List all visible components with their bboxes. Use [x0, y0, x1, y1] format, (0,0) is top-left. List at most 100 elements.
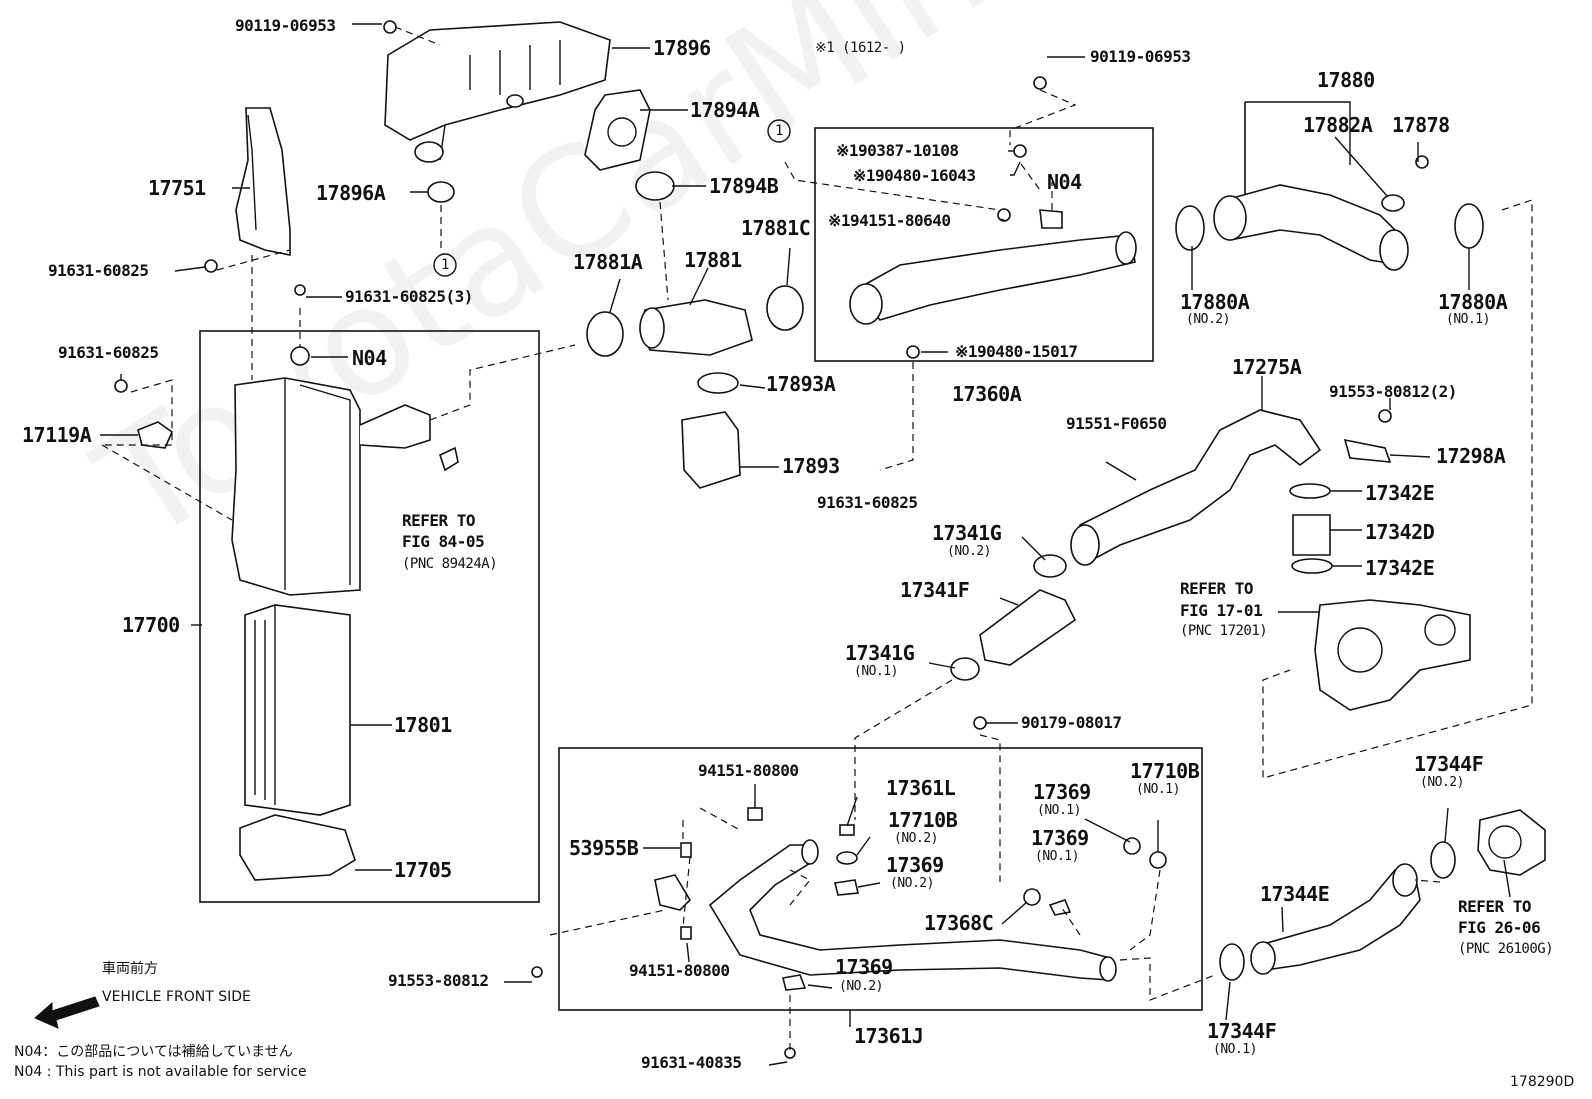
- part-label-17344F-1[interactable]: 17344F: [1207, 1019, 1277, 1043]
- part-label-17369-a[interactable]: 17369: [886, 853, 944, 877]
- intake-pipe-group-box: [814, 127, 1154, 362]
- air-cleaner-group-box: [199, 330, 540, 903]
- callout-marker-b: 1: [775, 123, 783, 139]
- part-label-17894B[interactable]: 17894B: [709, 174, 779, 198]
- part-label-17361J[interactable]: 17361J: [854, 1024, 924, 1048]
- part-label-90119-06953-a[interactable]: 90119-06953: [235, 16, 336, 35]
- figure-id: 178290D: [1510, 1074, 1575, 1090]
- part-label-17896A[interactable]: 17896A: [316, 181, 386, 205]
- part-label-17344E[interactable]: 17344E: [1260, 882, 1330, 906]
- part-label-94151-80800-b[interactable]: 94151-80800: [629, 961, 730, 980]
- part-label-17369-b-sub: (NO.1): [1037, 803, 1081, 818]
- clamp-17896A: [427, 181, 455, 203]
- part-label-N04-a[interactable]: N04: [352, 346, 387, 370]
- part-label-17369-d-sub: (NO.2): [839, 979, 883, 994]
- duct-17893: [681, 411, 741, 489]
- part-label-17751[interactable]: 17751: [148, 176, 206, 200]
- part-label-17361L[interactable]: 17361L: [886, 776, 956, 800]
- intercooler-pipe-group-box: [558, 747, 1203, 1011]
- leader-lines: [100, 23, 1511, 1066]
- part-label-91553-80812[interactable]: 91553-80812: [388, 971, 489, 990]
- heat-insulator-17894A: [584, 89, 651, 171]
- part-label-17881[interactable]: 17881: [684, 248, 742, 272]
- refer-26-line1: REFER TO: [1458, 897, 1532, 916]
- part-label-90480-15017[interactable]: ※190480-15017: [955, 342, 1078, 361]
- turbocharger: [1314, 599, 1471, 711]
- pipe-17275A: [1079, 409, 1322, 562]
- part-label-90387-10108[interactable]: ※190387-10108: [836, 141, 959, 160]
- part-label-17801[interactable]: 17801: [394, 713, 452, 737]
- part-label-91631-60825-b[interactable]: 91631-60825: [58, 343, 159, 362]
- air-cleaner-case: [231, 377, 361, 596]
- part-label-17342E-b[interactable]: 17342E: [1365, 556, 1435, 580]
- filter-element-17801: [244, 604, 351, 816]
- part-label-94151-80800-a[interactable]: 94151-80800: [698, 761, 799, 780]
- part-label-17881C[interactable]: 17881C: [741, 216, 811, 240]
- vehicle-front-jp: 車両前方: [102, 961, 158, 977]
- part-label-17344F-2[interactable]: 17344F: [1414, 752, 1484, 776]
- vehicle-front-en: VEHICLE FRONT SIDE: [102, 989, 251, 1005]
- refer-17-line2[interactable]: FIG 17-01: [1180, 601, 1263, 620]
- part-label-17341F[interactable]: 17341F: [900, 578, 970, 602]
- part-label-17369-a-sub: (NO.2): [890, 876, 934, 891]
- part-label-17341G-2[interactable]: 17341G: [932, 521, 1002, 545]
- part-label-17710B-2[interactable]: 17710B: [888, 808, 958, 832]
- part-label-17341G-2-sub: (NO.2): [947, 544, 991, 559]
- part-label-91551-F0650[interactable]: 91551-F0650: [1066, 414, 1167, 433]
- part-label-N04-b[interactable]: N04: [1047, 170, 1082, 194]
- part-label-17298A[interactable]: 17298A: [1436, 444, 1506, 468]
- part-label-53955B[interactable]: 53955B: [569, 836, 639, 860]
- intake-pipe-17360A: [853, 234, 1136, 321]
- air-duct-17751: [235, 107, 291, 256]
- part-label-17369-b[interactable]: 17369: [1033, 780, 1091, 804]
- vehicle-front-arrow: [34, 996, 100, 1029]
- part-label-17880A-2-sub: (NO.2): [1186, 312, 1230, 327]
- part-label-17880A-1[interactable]: 17880A: [1438, 290, 1508, 314]
- clamp-17894B: [635, 171, 675, 201]
- footnote-label: ※1 (1612- ): [815, 40, 906, 56]
- part-label-17893A[interactable]: 17893A: [766, 372, 836, 396]
- part-label-17700[interactable]: 17700: [122, 613, 180, 637]
- part-label-17275A[interactable]: 17275A: [1232, 355, 1302, 379]
- part-label-91631-60825-c[interactable]: 91631-60825: [817, 493, 918, 512]
- part-label-17896[interactable]: 17896: [653, 36, 711, 60]
- part-label-17881A[interactable]: 17881A: [573, 250, 643, 274]
- part-label-17894A[interactable]: 17894A: [690, 98, 760, 122]
- part-label-90119-06953-b[interactable]: 90119-06953: [1090, 47, 1191, 66]
- part-label-90179-08017[interactable]: 90179-08017: [1021, 713, 1122, 732]
- part-label-91631-60825-3[interactable]: 91631-60825(3): [345, 287, 473, 306]
- part-label-17880[interactable]: 17880: [1317, 68, 1375, 92]
- part-label-17705[interactable]: 17705: [394, 858, 452, 882]
- refer-26-line2[interactable]: FIG 26-06: [1458, 918, 1541, 937]
- part-label-17880A-2[interactable]: 17880A: [1180, 290, 1250, 314]
- part-label-17710B-1-sub: (NO.1): [1136, 782, 1180, 797]
- hose-17341F: [979, 589, 1077, 666]
- part-label-17342D[interactable]: 17342D: [1365, 520, 1435, 544]
- part-label-17369-c[interactable]: 17369: [1031, 826, 1089, 850]
- refer-26-line3: (PNC 26100G): [1458, 941, 1554, 957]
- part-label-91553-80812-2[interactable]: 91553-80812(2): [1329, 382, 1457, 401]
- part-label-90480-16043[interactable]: ※190480-16043: [853, 166, 976, 185]
- part-label-17344F-1-sub: (NO.1): [1213, 1042, 1257, 1057]
- part-label-17344F-2-sub: (NO.2): [1420, 775, 1464, 790]
- n04-note-jp: N04：この部品については補給していません: [14, 1044, 293, 1060]
- part-label-91631-40835[interactable]: 91631-40835: [641, 1053, 742, 1072]
- part-label-17342E-a[interactable]: 17342E: [1365, 481, 1435, 505]
- part-label-17119A[interactable]: 17119A: [22, 423, 92, 447]
- heat-insulator-17896: [384, 21, 611, 141]
- refer-84-line2[interactable]: FIG 84-05: [402, 532, 485, 551]
- part-label-17369-c-sub: (NO.1): [1035, 849, 1079, 864]
- part-label-17360A[interactable]: 17360A: [952, 382, 1022, 406]
- part-label-17710B-1[interactable]: 17710B: [1130, 759, 1200, 783]
- part-label-94151-80640[interactable]: ※194151-80640: [828, 211, 951, 230]
- part-label-17893[interactable]: 17893: [782, 454, 840, 478]
- part-label-17878[interactable]: 17878: [1392, 113, 1450, 137]
- part-label-17341G-1[interactable]: 17341G: [845, 641, 915, 665]
- refer-84-line3: (PNC 89424A): [402, 556, 498, 572]
- part-label-17882A[interactable]: 17882A: [1303, 113, 1373, 137]
- part-label-17368C[interactable]: 17368C: [924, 911, 994, 935]
- part-label-17369-d[interactable]: 17369: [835, 955, 893, 979]
- part-label-91631-60825-a[interactable]: 91631-60825: [48, 261, 149, 280]
- part-label-17880A-1-sub: (NO.1): [1446, 312, 1490, 327]
